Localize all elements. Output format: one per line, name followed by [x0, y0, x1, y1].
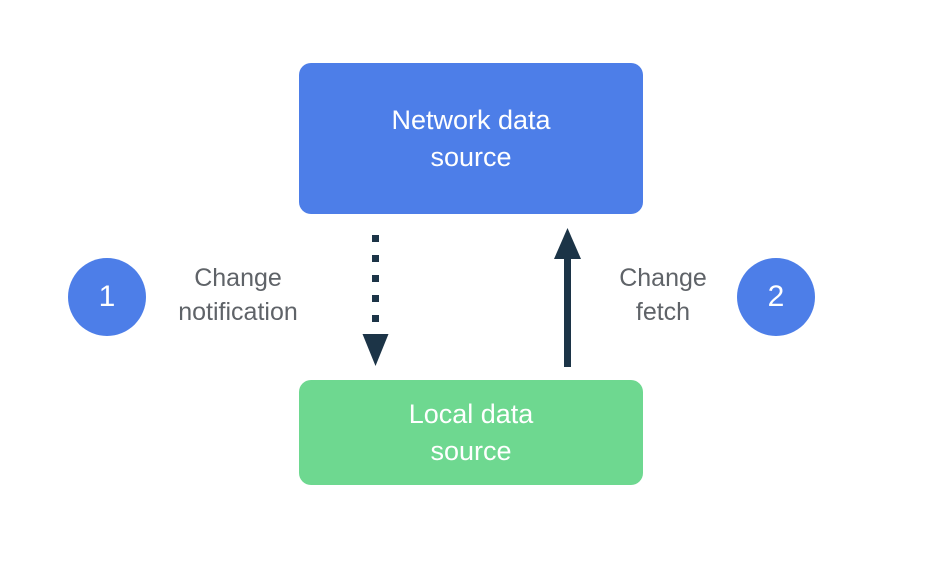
network-data-source-label: Network data source [391, 104, 551, 172]
local-data-source-box: Local data source [299, 380, 643, 485]
change-notification-arrow-icon [362, 235, 389, 366]
step-1-number: 1 [98, 280, 116, 313]
network-data-source-box: Network data source [299, 63, 643, 214]
change-notification-label: Change notification [178, 264, 298, 326]
local-data-source-label: Local data source [408, 398, 534, 466]
change-fetch-label: Change fetch [619, 264, 707, 326]
step-2-badge: 2 [737, 258, 815, 336]
step-2-number: 2 [767, 280, 785, 313]
step-1-badge: 1 [68, 258, 146, 336]
